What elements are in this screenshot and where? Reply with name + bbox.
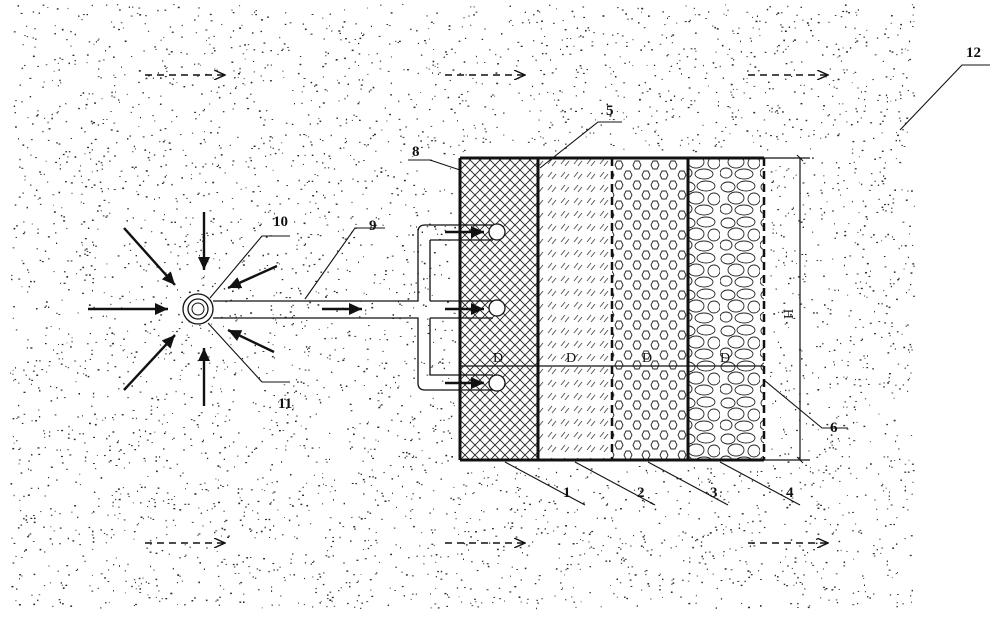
callout-11: 11 [278,396,292,412]
outlet-hole [488,374,506,392]
callout-1: 1 [563,485,571,501]
d-label-layer-2: D [566,351,576,366]
manifold-pipe [213,224,493,391]
callout-5: 5 [606,103,614,119]
source-node [182,293,214,325]
inflow-arrow [123,227,176,286]
seepage-flow-arrows [145,75,828,543]
leader-lines [207,64,990,506]
inflow-arrow [227,328,275,354]
outlet-hole [488,299,506,317]
pipe-flow-arrows [322,226,484,389]
callout-4: 4 [786,485,794,501]
inflow-arrow [227,264,278,290]
outlet-hole [488,223,506,241]
h-dimension-label: H [782,309,797,319]
callout-3: 3 [710,485,718,501]
layer-2-fine-sand [538,158,612,460]
converging-arrows [88,212,278,406]
filter-body [458,156,766,462]
d-label-layer-1: D [493,351,503,366]
callout-8: 8 [412,144,420,160]
callout-6: 6 [830,420,838,436]
inflow-arrow [123,334,176,391]
layer-4-cobble [688,158,764,460]
callout-10: 10 [273,214,288,230]
callout-12: 12 [966,45,981,61]
callout-2: 2 [637,485,645,501]
callout-9: 9 [369,218,377,234]
layer-3-gravel [612,158,688,460]
d-label-layer-3: D [642,351,652,366]
d-label-layer-4: D [720,351,730,366]
outlet-holes [488,223,506,392]
